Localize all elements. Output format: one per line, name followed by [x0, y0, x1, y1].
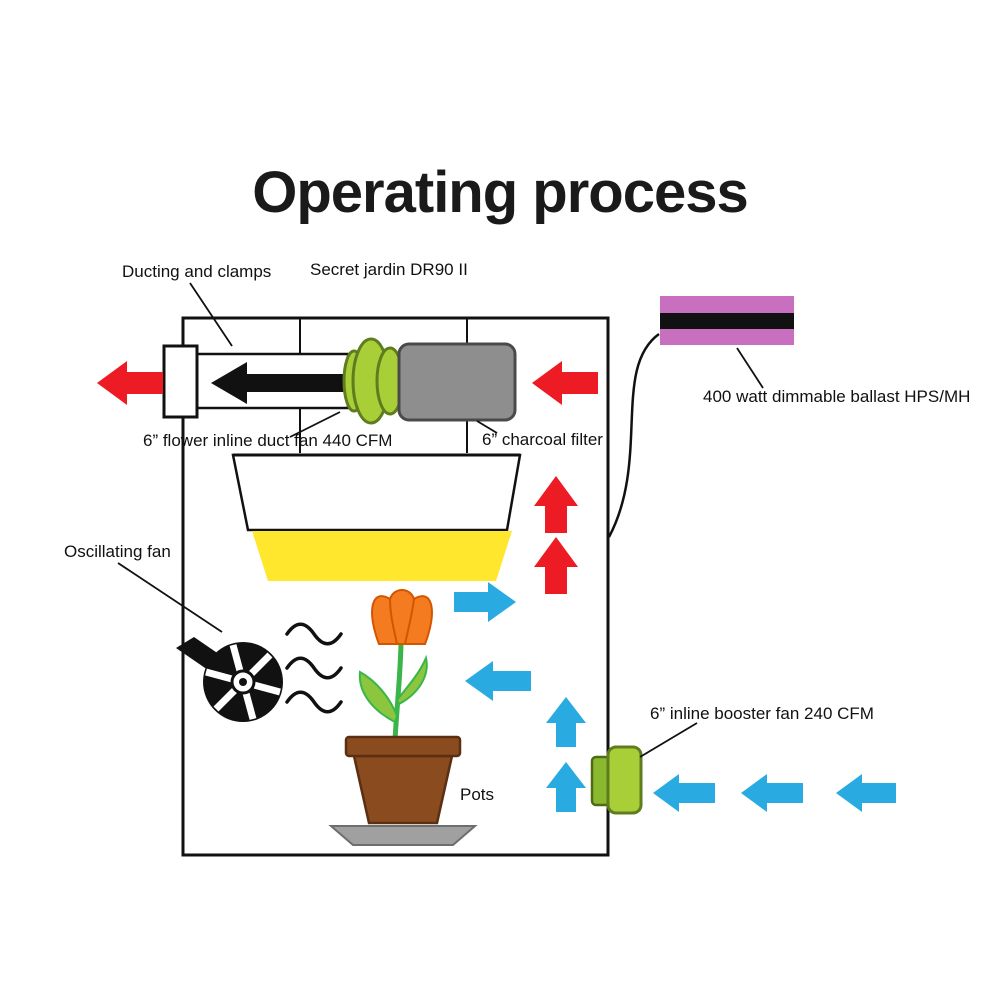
- pointer-line-charcoal-filter: [476, 420, 498, 434]
- red-arrow-exhaust-left: [97, 361, 163, 405]
- pointer-line-ducting: [189, 282, 233, 347]
- duct-airflow-arrow: [211, 362, 345, 404]
- booster-fan-body: [606, 745, 643, 815]
- pointer-line-ballast: [736, 347, 764, 389]
- label-oscillating-fan: Oscillating fan: [64, 542, 171, 561]
- pot-body: [352, 754, 454, 825]
- red-arrow-intake-left: [532, 361, 598, 405]
- pointer-line-duct-fan: [289, 411, 341, 438]
- air-wave-1: [285, 622, 343, 646]
- ballast-stripe: [660, 313, 794, 329]
- blue-arrows: [454, 582, 896, 812]
- inline-duct-fan: [342, 337, 405, 425]
- blue-arrow-inflow-1: [653, 774, 715, 812]
- label-charcoal-filter: 6” charcoal filter: [482, 430, 603, 449]
- pot-saucer: [328, 825, 478, 846]
- tulip-flower: [371, 589, 433, 645]
- tulip-petal-lines: [389, 598, 415, 645]
- air-wave-2: [285, 656, 343, 680]
- lamp-light-beam: [252, 531, 512, 581]
- plant-leaf-left: [358, 670, 399, 724]
- air-wave-3: [285, 690, 343, 714]
- fan-hub-dot: [239, 678, 247, 686]
- label-ballast: 400 watt dimmable ballast HPS/MH: [703, 387, 970, 406]
- label-pots: Pots: [460, 785, 494, 804]
- plant-stem: [392, 643, 404, 741]
- label-booster-fan: 6” inline booster fan 240 CFM: [650, 704, 874, 723]
- page-title: Operating process: [252, 160, 747, 225]
- ducting-clamp-flange: [162, 344, 199, 419]
- blue-arrow-up-2: [546, 762, 586, 812]
- pointer-lines: [117, 282, 764, 758]
- blue-arrow-left: [465, 661, 531, 701]
- pot-rim: [344, 735, 462, 758]
- red-arrows: [97, 361, 598, 594]
- red-arrow-up-1: [534, 476, 578, 533]
- label-duct-fan: 6” flower inline duct fan 440 CFM: [143, 431, 392, 450]
- inline-booster-fan: [590, 745, 643, 815]
- blue-arrow-inflow-3: [836, 774, 896, 812]
- red-arrow-up-2: [534, 537, 578, 594]
- blue-arrow-inflow-2: [741, 774, 803, 812]
- oscillating-fan-icon: [203, 642, 283, 722]
- ballast-unit: [660, 296, 794, 345]
- label-ducting-clamps: Ducting and clamps: [122, 262, 271, 281]
- label-secret-jardin: Secret jardin DR90 II: [310, 260, 468, 279]
- pointer-line-oscillating-fan: [117, 562, 223, 633]
- blue-arrow-right: [454, 582, 516, 622]
- lamp-reflector-hood: [231, 453, 522, 532]
- plant-leaf-right: [395, 654, 428, 706]
- ballast-cable: [607, 332, 660, 538]
- air-wave-lines: [285, 622, 343, 714]
- plant-pot: [344, 735, 462, 825]
- pointer-line-booster-fan: [639, 722, 698, 758]
- blue-arrow-up-1: [546, 697, 586, 747]
- charcoal-filter: [397, 342, 517, 422]
